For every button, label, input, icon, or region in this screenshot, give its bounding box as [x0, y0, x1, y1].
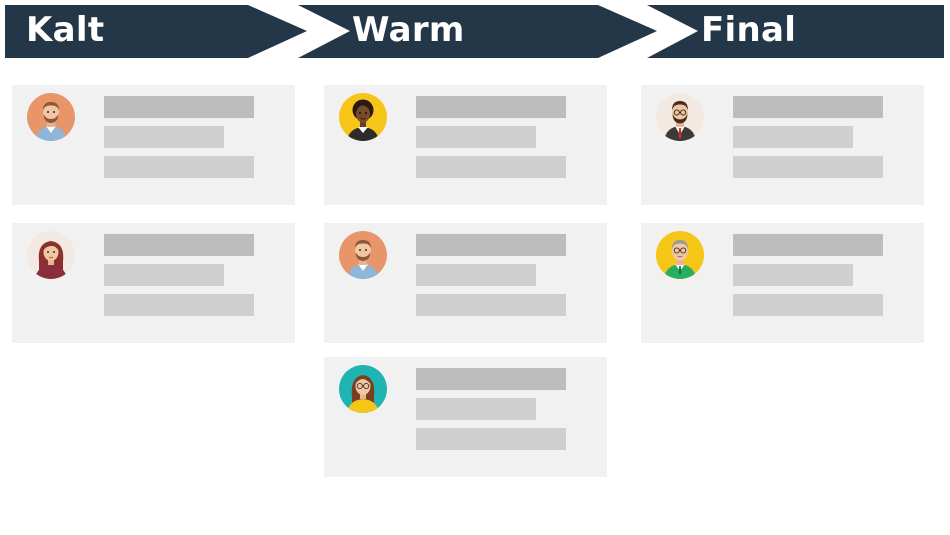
placeholder-bar — [733, 234, 883, 256]
placeholder-bar — [416, 428, 566, 450]
placeholder-bar — [416, 294, 566, 316]
man-beard-avatar-icon — [27, 93, 75, 141]
lead-card[interactable] — [324, 85, 607, 205]
lead-card[interactable] — [12, 223, 295, 343]
placeholder-bar — [416, 398, 536, 420]
placeholder-bar — [104, 156, 254, 178]
placeholder-bar — [104, 96, 254, 118]
placeholder-bar — [733, 264, 853, 286]
placeholder-bar — [416, 96, 566, 118]
placeholder-bar — [104, 126, 224, 148]
woman-curly-hair-avatar-icon — [339, 93, 387, 141]
stage-label-warm: Warm — [352, 10, 465, 50]
placeholder-bar — [416, 156, 566, 178]
stage-chevron-warm — [298, 5, 657, 58]
placeholder-bar — [416, 126, 536, 148]
man-suit-glasses-avatar-icon — [656, 93, 704, 141]
placeholder-bar — [416, 368, 566, 390]
lead-card[interactable] — [641, 85, 924, 205]
placeholder-bar — [733, 126, 853, 148]
woman-red-hair-avatar-icon — [27, 231, 75, 279]
stage-chevrons — [5, 5, 944, 58]
stage-chevron-kalt — [5, 5, 307, 58]
stage-chevron-final — [647, 5, 944, 58]
woman-glasses-avatar-icon — [339, 365, 387, 413]
placeholder-bar — [416, 234, 566, 256]
placeholder-bar — [416, 264, 536, 286]
lead-card[interactable] — [324, 223, 607, 343]
lead-card[interactable] — [641, 223, 924, 343]
lead-card[interactable] — [12, 85, 295, 205]
older-man-glasses-avatar-icon — [656, 231, 704, 279]
man-beard-avatar-icon — [339, 231, 387, 279]
lead-card[interactable] — [324, 357, 607, 477]
stage-label-final: Final — [701, 10, 797, 50]
stage-label-kalt: Kalt — [26, 10, 105, 50]
placeholder-bar — [733, 156, 883, 178]
placeholder-bar — [104, 234, 254, 256]
placeholder-bar — [104, 294, 254, 316]
placeholder-bar — [733, 96, 883, 118]
placeholder-bar — [104, 264, 224, 286]
placeholder-bar — [733, 294, 883, 316]
